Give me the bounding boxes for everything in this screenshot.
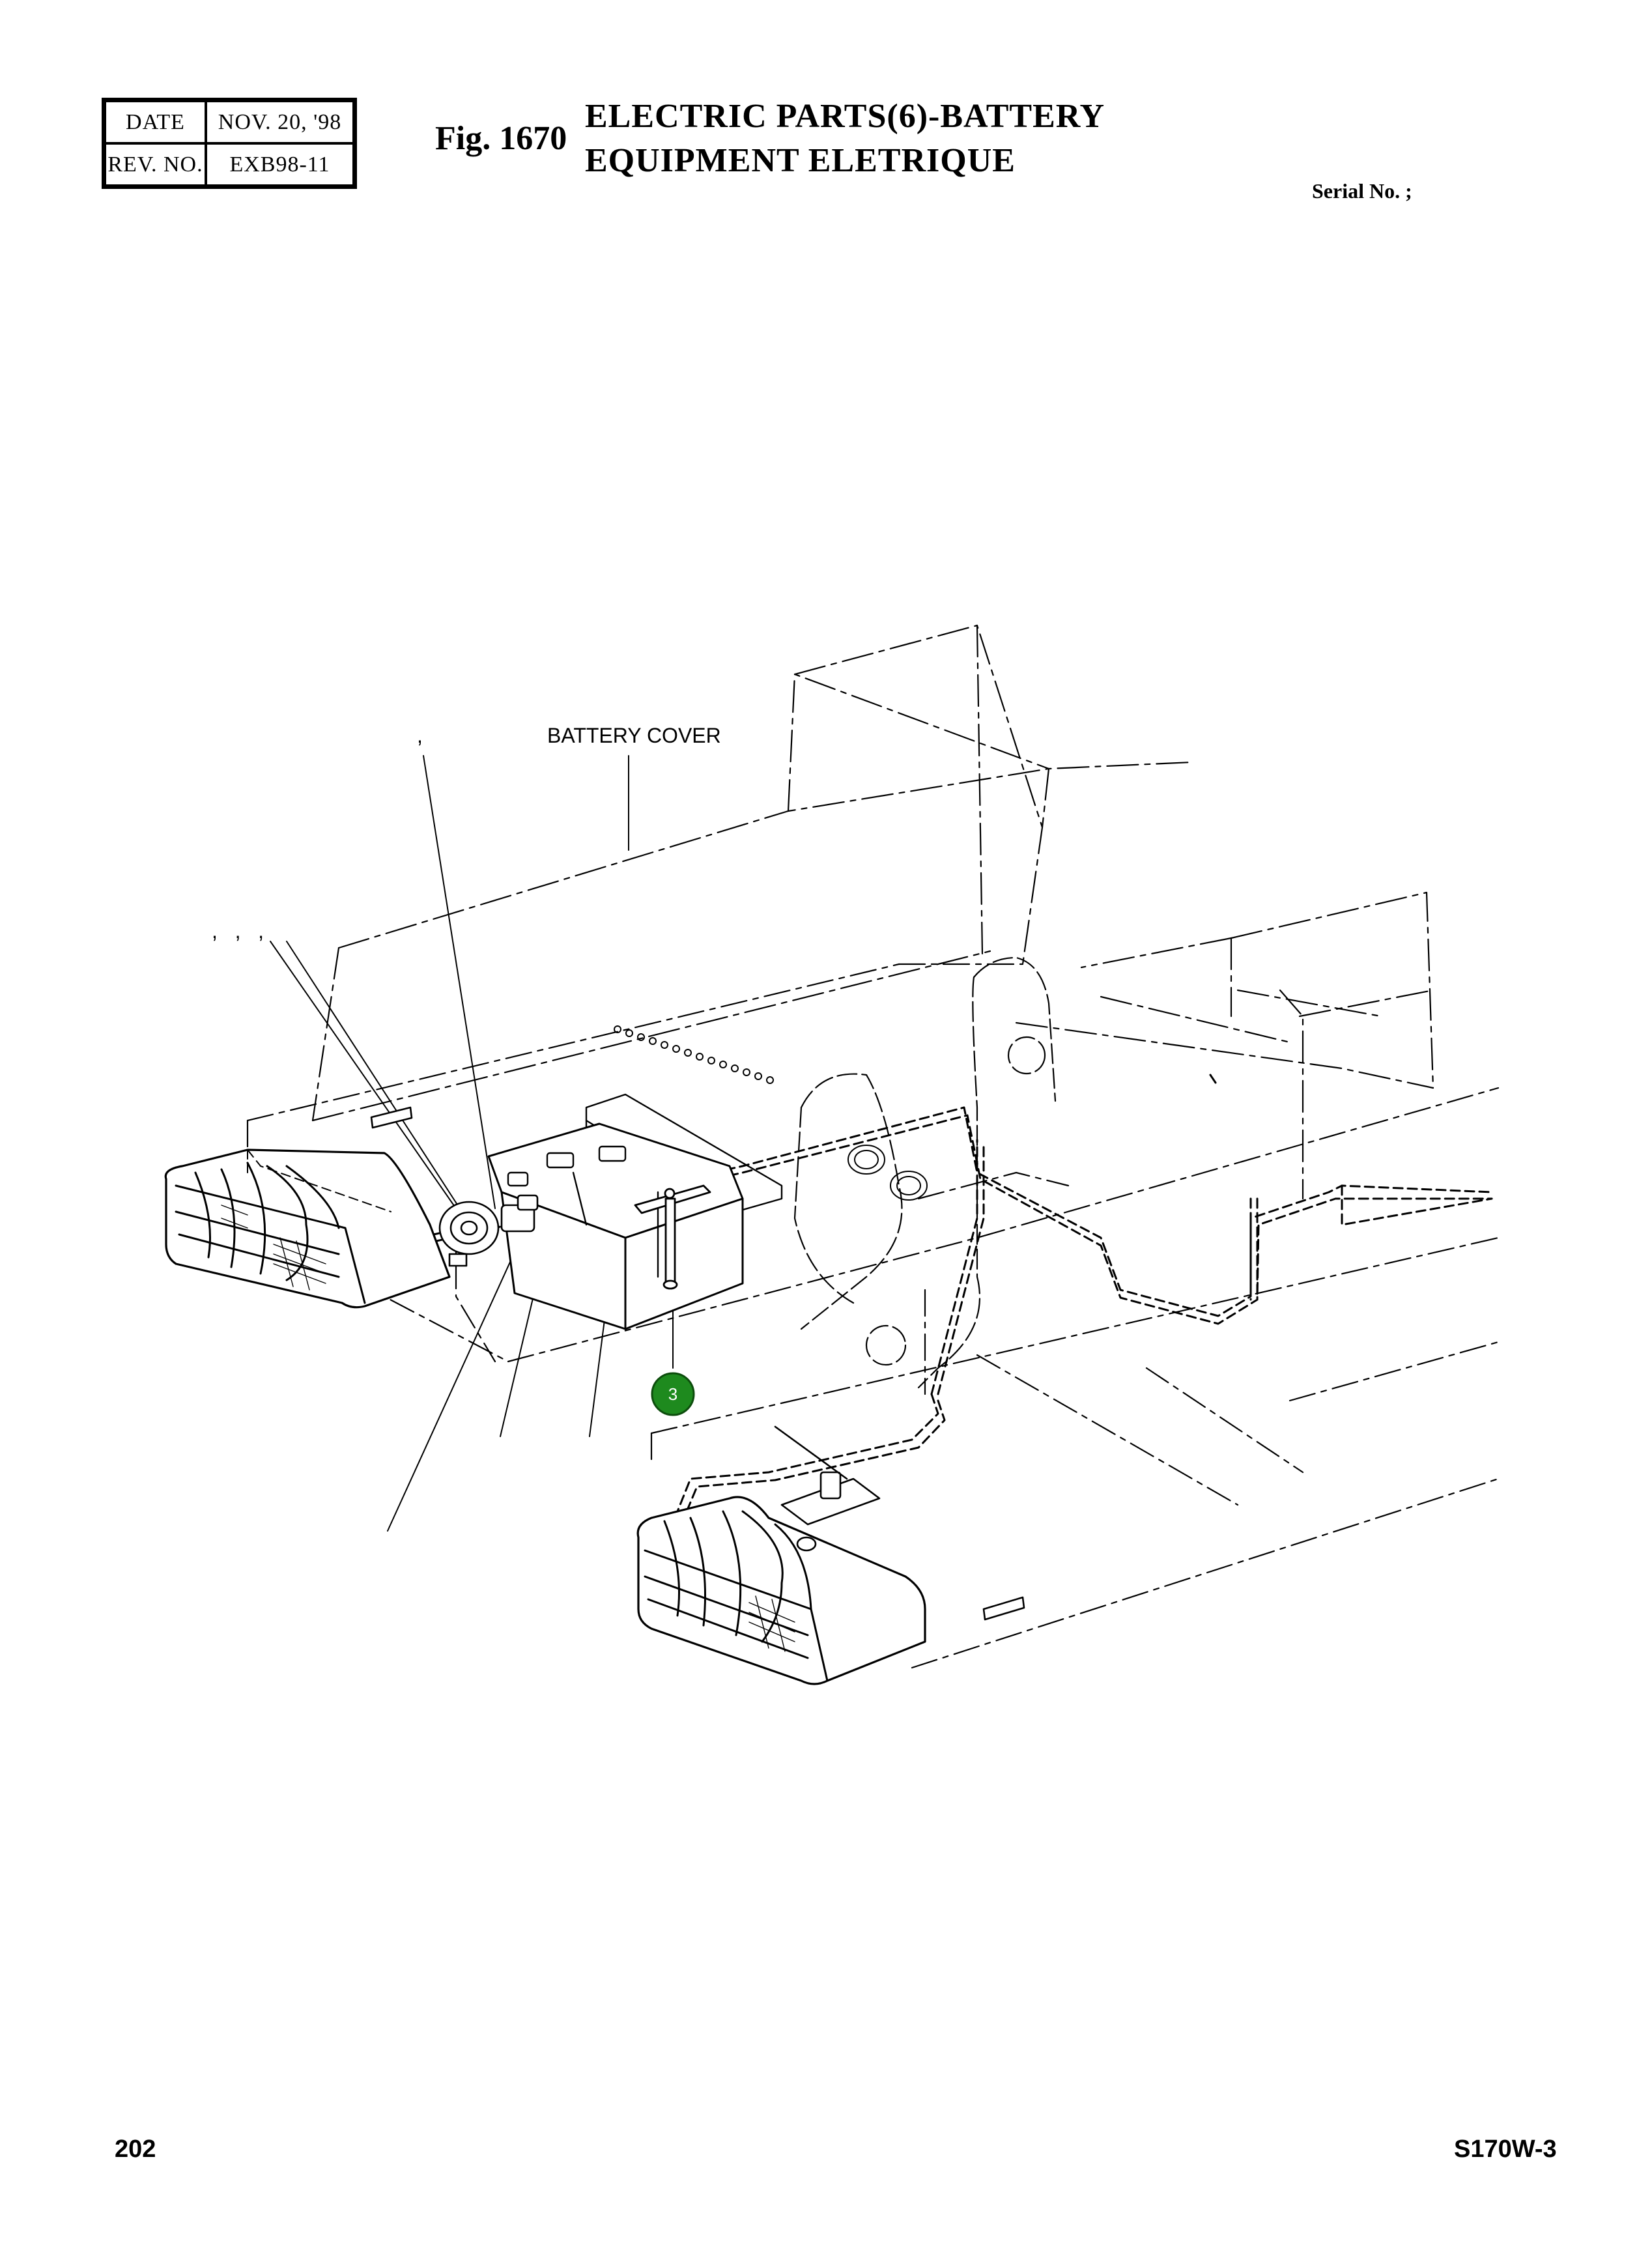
comma-marks-left: , , , <box>212 919 264 943</box>
hold-down-clamp <box>634 1184 711 1290</box>
terminal-holes <box>614 1025 774 1084</box>
callout-3[interactable]: 3 <box>651 1372 695 1416</box>
date-value: NOV. 20, '98 <box>206 101 354 143</box>
callout-3-label: 3 <box>668 1384 677 1404</box>
battery-cover-label: BATTERY COVER <box>547 724 721 747</box>
rev-label: REV. NO. <box>105 143 206 186</box>
name-plate-left <box>370 1106 413 1129</box>
page-number: 202 <box>115 2135 156 2163</box>
relay-bracket <box>774 1425 881 1552</box>
title-line-2: EQUIPMENT ELETRIQUE <box>585 142 1016 179</box>
left-step-hidden <box>247 1149 392 1212</box>
small-pin <box>1209 1074 1217 1084</box>
revision-table: DATE NOV. 20, '98 REV. NO. EXB98-11 <box>102 98 357 189</box>
date-label: DATE <box>105 101 206 143</box>
rev-value: EXB98-11 <box>206 143 354 186</box>
comma-mark-top: , <box>417 724 423 747</box>
battery-switch <box>438 1194 539 1267</box>
figure-title: ELECTRIC PARTS(6)-BATTERY EQUIPMENT ELET… <box>585 94 1105 183</box>
frame-holes <box>847 1145 928 1201</box>
model-number: S170W-3 <box>1454 2135 1557 2163</box>
serial-number-label: Serial No. ; <box>1312 179 1412 203</box>
left-step-lattice <box>175 1162 366 1304</box>
right-step-mesh <box>748 1595 795 1652</box>
battery-cover-outline <box>311 624 1434 1200</box>
battery-terminals <box>507 1145 659 1278</box>
name-plate-right <box>982 1596 1025 1621</box>
right-step-lattice <box>644 1510 829 1682</box>
left-step-mesh <box>221 1205 326 1291</box>
figure-number: Fig. 1670 <box>435 120 567 157</box>
title-line-1: ELECTRIC PARTS(6)-BATTERY <box>585 98 1105 135</box>
